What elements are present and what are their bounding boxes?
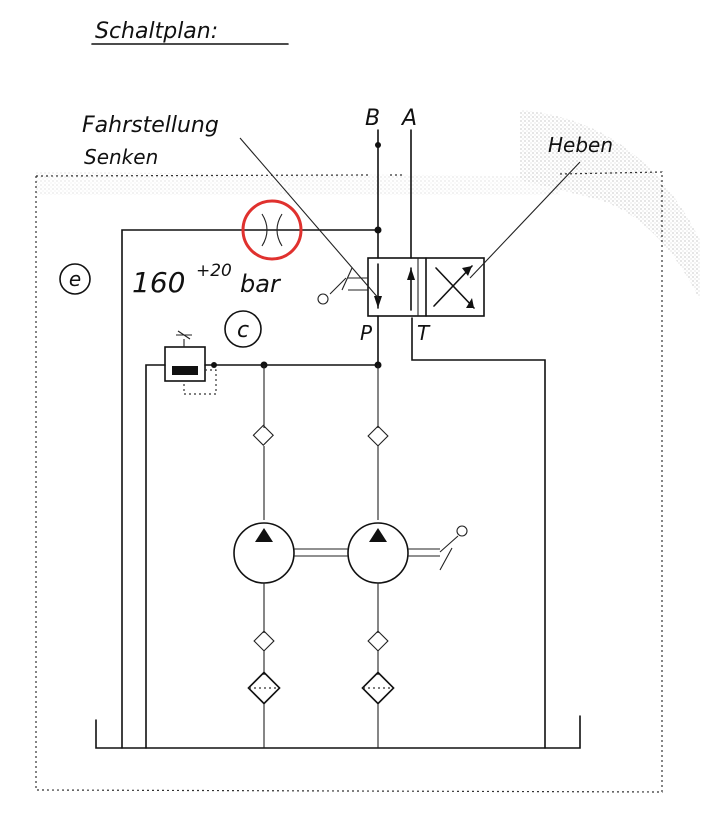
fahrstellung-pointer <box>239 137 381 301</box>
hand-lever-icon <box>439 535 459 553</box>
marker-e: e <box>59 263 91 295</box>
port-t-label: T <box>417 321 431 345</box>
pressure-relief-valve-icon <box>164 346 206 382</box>
heben-label: Heben <box>548 133 613 157</box>
outer-enclosure <box>35 171 663 793</box>
scan-shading-top <box>36 172 560 195</box>
throttle-line <box>121 229 379 749</box>
check-valve-diamond-icon <box>252 424 274 446</box>
senken-label: Senken <box>84 145 158 169</box>
hand-lever-icon <box>329 277 347 295</box>
highlight-circle <box>241 199 303 261</box>
svg-text:c: c <box>237 318 249 343</box>
pump-column-right <box>347 365 409 748</box>
return-line-right <box>411 317 546 749</box>
junction-dot <box>375 142 381 148</box>
pressure-value: 160 <box>132 266 185 299</box>
pressure-tolerance: +20 <box>196 261 232 281</box>
fahrstellung-label: Fahrstellung <box>82 113 219 138</box>
junction-dot <box>374 226 382 234</box>
port-b-label: B <box>365 106 380 131</box>
svg-text:e: e <box>69 267 81 291</box>
check-valve-diamond-icon <box>253 630 275 652</box>
filter-diamond-icon <box>361 671 395 705</box>
directional-valve <box>317 257 485 317</box>
pressure-setting: 160 +20 bar <box>132 261 282 299</box>
marker-c: c <box>224 310 262 348</box>
schematic-title: Schaltplan: <box>91 19 289 45</box>
scan-shading <box>520 110 700 300</box>
pressure-unit: bar <box>240 270 282 298</box>
throttle-symbol <box>241 199 303 261</box>
check-valve-diamond-icon <box>367 630 389 652</box>
pressure-relief-valve <box>164 330 217 395</box>
port-p-label: P <box>360 321 373 345</box>
pump-column-left <box>233 365 295 748</box>
title-text: Schaltplan: <box>95 19 218 44</box>
tank-line <box>95 715 581 749</box>
check-valve-diamond-icon <box>367 425 389 447</box>
return-line-left <box>145 364 166 749</box>
heben-pointer <box>469 161 581 279</box>
pump-shaft <box>294 525 468 571</box>
throttle-cross-icon <box>261 213 268 247</box>
filter-diamond-icon <box>247 671 281 705</box>
port-a-label: A <box>400 106 417 131</box>
